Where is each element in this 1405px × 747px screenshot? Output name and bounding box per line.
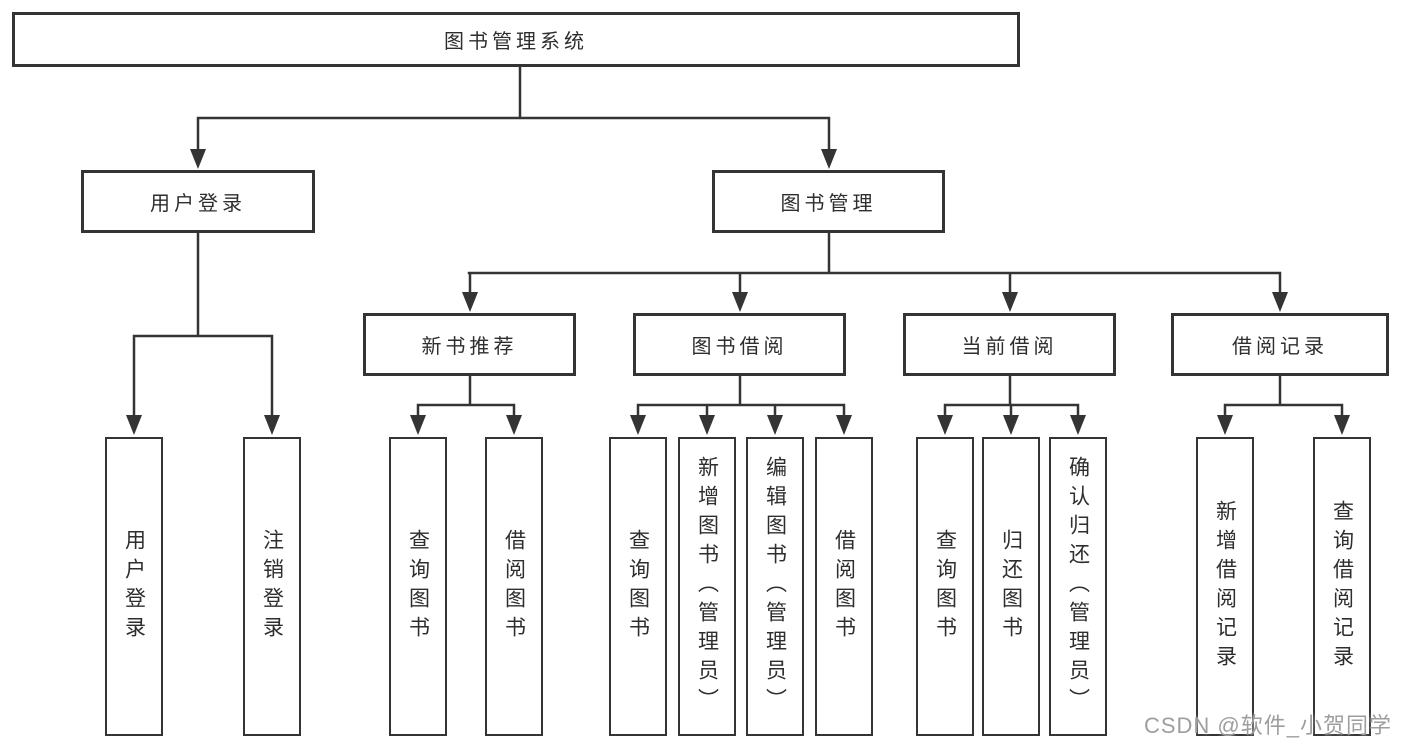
- leaf-label: 查询图书: [406, 528, 430, 645]
- leaf-edit-books-admin: 编辑图书（管理员）: [746, 437, 804, 736]
- leaf-query-books-current: 查询图书: [916, 437, 974, 736]
- node-label: 借阅记录: [1232, 336, 1328, 358]
- leaf-add-borrow-record: 新增借阅记录: [1196, 437, 1254, 736]
- leaf-return-books: 归还图书: [982, 437, 1040, 736]
- leaf-user-login: 用户登录: [105, 437, 163, 736]
- leaf-borrow-books: 借阅图书: [815, 437, 873, 736]
- node-label: 图书管理: [780, 193, 877, 215]
- node-borrowing-records: 借阅记录: [1171, 313, 1389, 376]
- leaf-logout: 注销登录: [243, 437, 301, 736]
- leaf-label: 用户登录: [122, 528, 146, 645]
- leaf-label: 归还图书: [999, 528, 1023, 645]
- node-library-management-system: 图书管理系统: [12, 12, 1020, 67]
- node-book-borrowing: 图书借阅: [633, 313, 846, 376]
- node-new-book-recommend: 新书推荐: [363, 313, 576, 376]
- leaf-borrow-books-recommend: 借阅图书: [485, 437, 543, 736]
- leaf-label: 新增借阅记录: [1213, 499, 1237, 674]
- leaf-label: 查询图书: [626, 528, 650, 645]
- node-label: 图书借阅: [691, 336, 788, 358]
- node-book-management: 图书管理: [712, 170, 945, 233]
- node-user-login: 用户登录: [81, 170, 315, 233]
- leaf-label: 新增图书（管理员）: [695, 456, 719, 717]
- node-label: 新书推荐: [421, 336, 518, 358]
- node-current-borrowing: 当前借阅: [903, 313, 1116, 376]
- node-label: 当前借阅: [961, 336, 1058, 358]
- leaf-confirm-return-admin: 确认归还（管理员）: [1049, 437, 1107, 736]
- leaf-label: 确认归还（管理员）: [1066, 456, 1090, 717]
- leaf-label: 查询借阅记录: [1330, 499, 1354, 674]
- leaf-query-books-borrow: 查询图书: [609, 437, 667, 736]
- node-label: 图书管理系统: [444, 31, 588, 53]
- leaf-label: 注销登录: [260, 528, 284, 645]
- leaf-label: 借阅图书: [832, 528, 856, 645]
- leaf-label: 查询图书: [933, 528, 957, 645]
- leaf-label: 借阅图书: [502, 528, 526, 645]
- csdn-watermark: CSDN @软件_小贺同学: [1143, 713, 1392, 738]
- leaf-query-books-recommend: 查询图书: [389, 437, 447, 736]
- node-label: 用户登录: [150, 193, 246, 215]
- leaf-add-books-admin: 新增图书（管理员）: [678, 437, 736, 736]
- leaf-label: 编辑图书（管理员）: [763, 456, 787, 717]
- leaf-query-borrow-record: 查询借阅记录: [1313, 437, 1371, 736]
